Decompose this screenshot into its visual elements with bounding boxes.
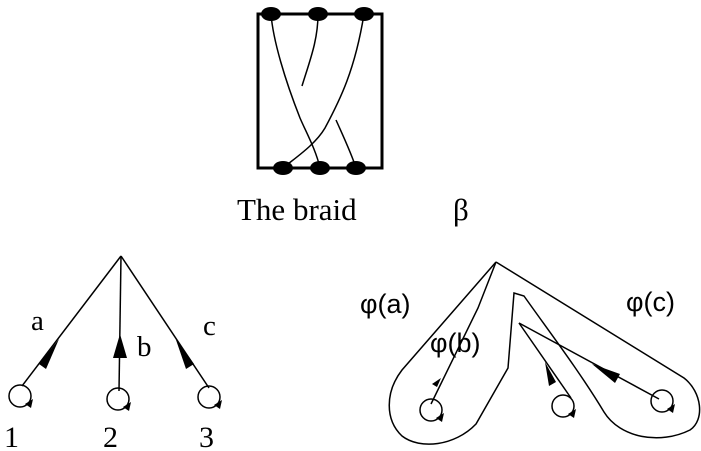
braid-strand-2-lower bbox=[335, 119, 357, 169]
loop-outer-phi-a bbox=[388, 261, 701, 445]
puncture-label-2: 2 bbox=[103, 421, 118, 451]
puncture-2-loop-icon bbox=[106, 387, 130, 411]
arrow-phi-c-icon bbox=[592, 364, 620, 383]
puncture-label-3: 3 bbox=[199, 421, 214, 451]
loop-label-phi-a: φ(a) bbox=[360, 289, 411, 319]
phi-puncture-3-arrow-icon bbox=[667, 404, 675, 413]
phi-puncture-1-loop-icon bbox=[419, 398, 443, 422]
arrow-b-icon bbox=[113, 334, 127, 358]
puncture-3-loop-icon bbox=[197, 385, 221, 409]
arc-label-a: a bbox=[31, 305, 44, 337]
arc-label-c: c bbox=[203, 310, 216, 342]
arc-a bbox=[21, 255, 122, 387]
phi-puncture-2-arrow-icon bbox=[568, 409, 576, 418]
braid-frame bbox=[256, 12, 384, 170]
braid-strand-1 bbox=[270, 13, 321, 169]
loop-label-phi-b: φ(b) bbox=[430, 328, 481, 358]
arrow-phi-b-icon bbox=[432, 360, 449, 387]
braid-strand-2-upper bbox=[301, 13, 319, 87]
puncture-1-arrow-icon bbox=[25, 399, 33, 408]
arc-phi-c bbox=[518, 322, 660, 400]
puncture-2-arrow-icon bbox=[123, 402, 131, 411]
puncture-label-1: 1 bbox=[4, 421, 19, 451]
loop-inner-phi-b bbox=[430, 261, 497, 405]
phi-puncture-3-loop-icon bbox=[650, 389, 674, 413]
arrow-phi-mid-icon bbox=[545, 362, 556, 386]
phi-puncture-2-loop-icon bbox=[551, 394, 575, 418]
left-figure bbox=[8, 255, 222, 411]
braid-endpoint bbox=[261, 7, 281, 21]
braid-strand-3 bbox=[282, 13, 365, 169]
arc-phi-b-middle bbox=[518, 322, 572, 399]
braid bbox=[256, 7, 384, 175]
braid-endpoint bbox=[354, 7, 374, 21]
braid-symbol: β bbox=[453, 192, 469, 227]
arrow-c-icon bbox=[175, 337, 194, 369]
puncture-1-loop-icon bbox=[8, 384, 32, 408]
right-figure bbox=[388, 261, 701, 445]
braid-top-endpoints bbox=[261, 7, 374, 21]
puncture-3-arrow-icon bbox=[214, 400, 222, 409]
arrow-a-icon bbox=[39, 339, 59, 369]
braid-endpoint bbox=[273, 161, 293, 175]
braid-caption: The braid bbox=[237, 192, 357, 227]
braid-bottom-endpoints bbox=[273, 161, 366, 175]
loop-label-phi-c: φ(c) bbox=[626, 287, 675, 317]
arc-b bbox=[118, 255, 122, 392]
braid-endpoint bbox=[310, 161, 330, 175]
arc-c bbox=[120, 255, 210, 389]
arc-label-b: b bbox=[137, 331, 152, 363]
braid-endpoint bbox=[308, 7, 328, 21]
phi-puncture-1-arrow-icon bbox=[436, 413, 444, 422]
braid-endpoint bbox=[346, 161, 366, 175]
